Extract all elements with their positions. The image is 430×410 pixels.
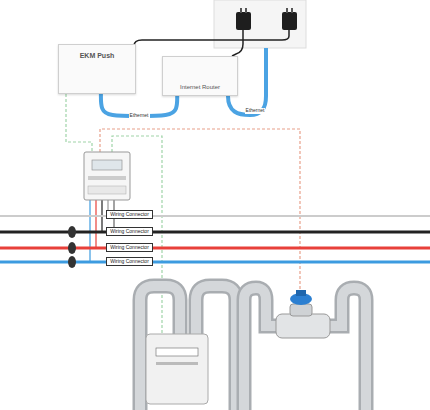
node-label: Internet Router [180, 84, 220, 91]
wall-plate [214, 0, 306, 48]
water-meter [276, 290, 330, 338]
wire-tag: Wiring Connector [106, 243, 153, 252]
wire-tag: Wiring Connector [106, 227, 153, 236]
wire-tag: Wiring Connector [106, 210, 153, 219]
node-label: Wiring Connector [110, 259, 149, 265]
router-box: Internet Router [162, 56, 238, 96]
gas-pipes [140, 286, 236, 410]
node-label: Wiring Connector [110, 229, 149, 235]
gas-meter [146, 334, 208, 404]
node-label: Wiring Connector [110, 245, 149, 251]
wire-tag: Wiring Connector [106, 257, 153, 266]
cable-label: Ethernet [245, 108, 266, 114]
phase-wire [0, 247, 430, 250]
water-pipes [244, 288, 366, 410]
phase-wire [0, 261, 430, 264]
phase-wire [0, 231, 430, 234]
energy-meter [84, 152, 130, 200]
neutral-wire [0, 215, 430, 217]
device-box: EKM Push [58, 44, 136, 94]
node-label: Wiring Connector [110, 212, 149, 218]
node-label: EKM Push [80, 52, 115, 60]
ct-clamp [68, 226, 76, 268]
cable-label: Ethernet [129, 113, 150, 119]
signal-line [66, 94, 92, 152]
power-cord [134, 30, 289, 46]
power-cord [232, 30, 243, 56]
power-adapter [236, 8, 251, 30]
power-adapter [282, 8, 297, 30]
